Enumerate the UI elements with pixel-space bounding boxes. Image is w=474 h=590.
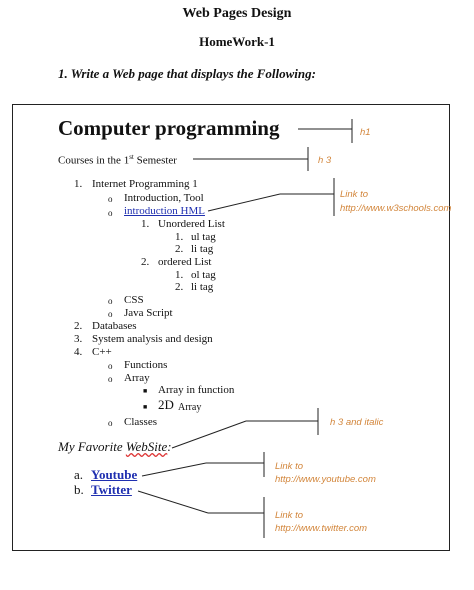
list-number: 1. bbox=[141, 218, 150, 230]
square-bullet-icon: ■ bbox=[143, 403, 148, 411]
annotation-link-label: Link to bbox=[275, 461, 303, 472]
list-item: b. Twitter bbox=[74, 482, 132, 498]
favorite-prefix: My Favorite bbox=[58, 439, 126, 454]
list-item: ordered List bbox=[158, 256, 212, 268]
favorite-website-heading: My Favorite WebSite: bbox=[58, 439, 172, 455]
h3-suffix: Semester bbox=[133, 154, 177, 167]
list-marker: b. bbox=[74, 482, 84, 497]
h3-superscript: st bbox=[129, 153, 134, 161]
list-item: li tag bbox=[191, 281, 214, 293]
list-number: 2. bbox=[141, 256, 150, 268]
circle-bullet-icon: o bbox=[108, 374, 113, 384]
list-number: 1. bbox=[74, 178, 83, 190]
circle-bullet-icon: o bbox=[108, 361, 113, 371]
document-title: Web Pages Design bbox=[182, 6, 292, 21]
list-item: ul tag bbox=[191, 231, 216, 243]
circle-bullet-icon: o bbox=[108, 194, 113, 204]
circle-bullet-icon: o bbox=[108, 418, 113, 428]
annotation-h3: h 3 bbox=[318, 155, 332, 166]
document-subtitle: HomeWork-1 bbox=[199, 34, 275, 49]
list-item: Databases bbox=[92, 320, 137, 332]
list-item: Classes bbox=[124, 416, 157, 428]
list-number: 2. bbox=[175, 243, 184, 255]
list-item-array: Array bbox=[178, 402, 202, 413]
list-item: Array in function bbox=[158, 384, 235, 396]
list-item: Unordered List bbox=[158, 218, 225, 230]
list-item: li tag bbox=[191, 243, 214, 255]
list-item: CSS bbox=[124, 294, 144, 306]
annotation-link-url: http://www.twitter.com bbox=[275, 523, 368, 534]
introduction-link[interactable]: introduction HML bbox=[124, 205, 205, 217]
annotation-link-url: http://www.w3schools.com bbox=[340, 203, 452, 214]
list-marker: a. bbox=[74, 467, 84, 482]
list-item: System analysis and design bbox=[92, 333, 213, 345]
annotation-link-label: Link to bbox=[340, 189, 368, 200]
annotation-h1: h1 bbox=[360, 127, 371, 138]
list-item: Functions bbox=[124, 359, 168, 371]
favorite-suffix: : bbox=[167, 439, 172, 454]
list-number: 2. bbox=[74, 320, 83, 332]
annotation-h3-italic: h 3 and italic bbox=[330, 417, 384, 428]
list-item: Internet Programming 1 bbox=[92, 178, 198, 190]
youtube-link[interactable]: Youtube bbox=[91, 467, 138, 482]
list-number: 3. bbox=[74, 333, 83, 345]
list-number: 1. bbox=[175, 269, 184, 281]
page-frame bbox=[12, 104, 450, 551]
favorite-word: WebSite bbox=[125, 439, 168, 454]
annotation-link-url: http://www.youtube.com bbox=[275, 474, 376, 485]
list-item: Introduction, Tool bbox=[124, 192, 204, 204]
circle-bullet-icon: o bbox=[108, 309, 113, 319]
list-item: a. Youtube bbox=[74, 467, 137, 483]
list-item: C++ bbox=[92, 346, 112, 358]
list-number: 4. bbox=[74, 346, 83, 358]
list-item: Array bbox=[124, 372, 150, 384]
square-bullet-icon: ■ bbox=[143, 387, 148, 395]
circle-bullet-icon: o bbox=[108, 208, 113, 218]
annotation-link-label: Link to bbox=[275, 510, 303, 521]
list-item: ol tag bbox=[191, 269, 216, 281]
list-number: 2. bbox=[175, 281, 184, 293]
list-item-2d: 2D bbox=[158, 397, 174, 412]
twitter-link[interactable]: Twitter bbox=[91, 482, 132, 497]
page-heading-h1: Computer programming bbox=[58, 116, 280, 140]
list-number: 1. bbox=[175, 231, 184, 243]
task-heading: 1. Write a Web page that displays the Fo… bbox=[58, 66, 316, 81]
circle-bullet-icon: o bbox=[108, 296, 113, 306]
page-heading-h3: Courses in the 1st Semester bbox=[58, 153, 177, 167]
list-item: Java Script bbox=[124, 307, 173, 319]
h3-prefix: Courses in the 1 bbox=[58, 154, 130, 167]
